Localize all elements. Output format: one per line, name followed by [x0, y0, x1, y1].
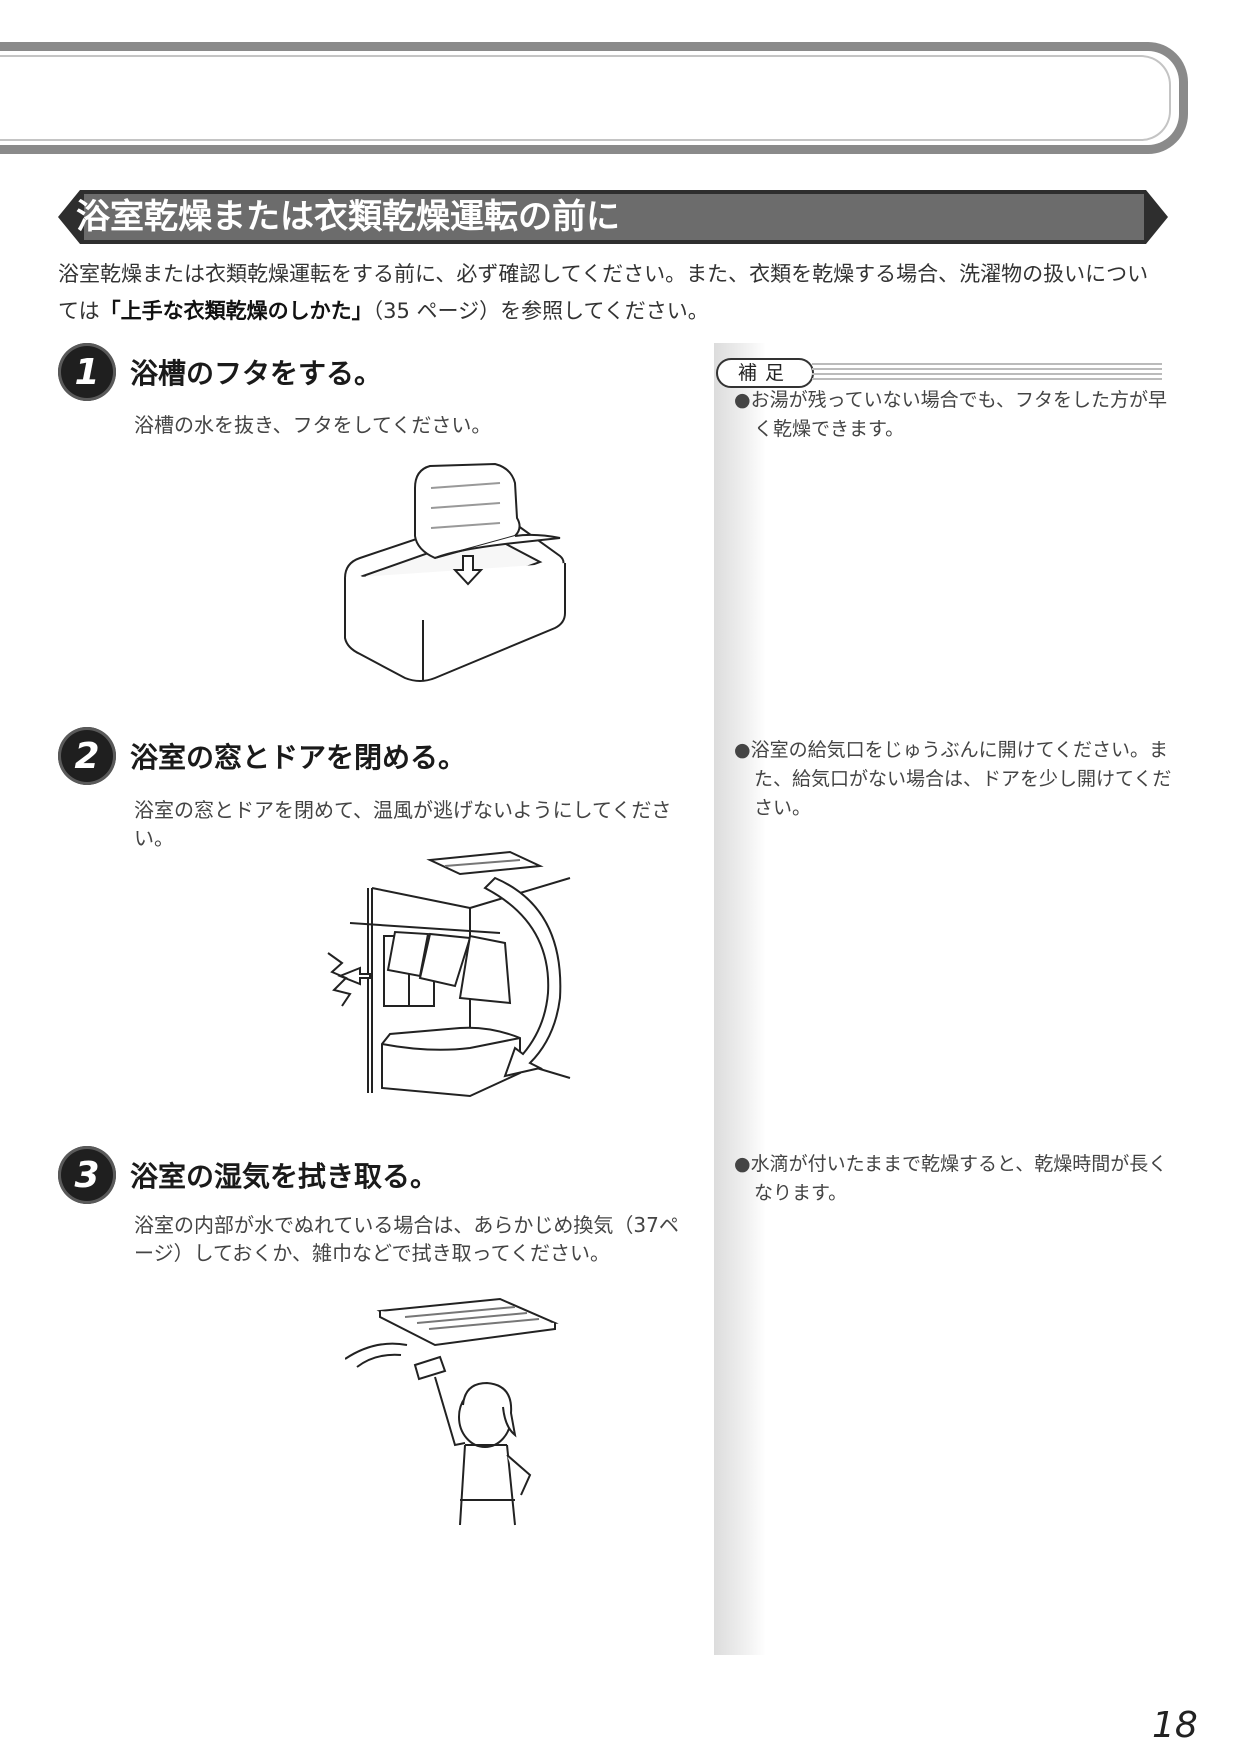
section-title: 浴室乾燥または衣類乾燥運転の前に	[76, 197, 620, 237]
header-frame	[0, 42, 1188, 154]
wiping-humidity-illustration	[345, 1297, 559, 1526]
page-number: 18	[1152, 1705, 1198, 1746]
supplement-note-2: ●浴室の給気口をじゅうぶんに開けてください。また、給気口がない場合は、ドアを少し…	[734, 739, 1172, 819]
step-2-number-icon: 2	[58, 727, 116, 785]
intro-paragraph: 浴室乾燥または衣類乾燥運転をする前に、必ず確認してください。また、衣類を乾燥する…	[58, 256, 1168, 330]
step-3-title: 浴室の湿気を拭き取る。	[130, 1160, 439, 1193]
bathtub-lid-illustration	[343, 462, 566, 682]
step-1-body: 浴槽の水を抜き、フタをしてください。	[134, 413, 492, 437]
supplement-note-1: ●お湯が残っていない場合でも、フタをした方が早く乾燥できます。	[734, 389, 1168, 440]
step-1-heading: 1 浴槽のフタをする。	[58, 343, 382, 401]
step-2-title: 浴室の窓とドアを閉める。	[130, 741, 467, 774]
supplement-label: 補足	[716, 358, 815, 388]
intro-text-before: 浴室乾燥または衣類乾燥運転をする前に、必ず確認してください。また、衣類を乾燥する…	[58, 262, 1149, 323]
step-2-body: 浴室の窓とドアを閉めて、温風が逃げないようにしてください。	[134, 798, 672, 850]
supplement-tag: 補足	[716, 358, 1163, 388]
bathroom-window-door-illustration	[327, 850, 571, 1098]
step-2-heading: 2 浴室の窓とドアを閉める。	[58, 727, 466, 785]
step-3-number-icon: 3	[58, 1146, 116, 1204]
supplement-rule	[812, 363, 1163, 383]
step-3-heading: 3 浴室の湿気を拭き取る。	[58, 1146, 438, 1204]
intro-text-after: （35 ページ）を参照してください。	[372, 299, 709, 323]
supplement-note-3: ●水滴が付いたままで乾燥すると、乾燥時間が長くなります。	[734, 1153, 1168, 1204]
supplement-sidebar	[714, 343, 766, 1655]
section-heading-bar	[58, 190, 1168, 244]
step-1-title: 浴槽のフタをする。	[130, 357, 383, 390]
step-3-body: 浴室の内部が水でぬれている場合は、あらかじめ換気（37ページ）しておくか、雑巾な…	[134, 1213, 679, 1265]
section-heading-inner	[84, 194, 1144, 240]
step-1-number-icon: 1	[58, 343, 116, 401]
intro-reference: 「上手な衣類乾燥のしかた」	[99, 299, 373, 323]
